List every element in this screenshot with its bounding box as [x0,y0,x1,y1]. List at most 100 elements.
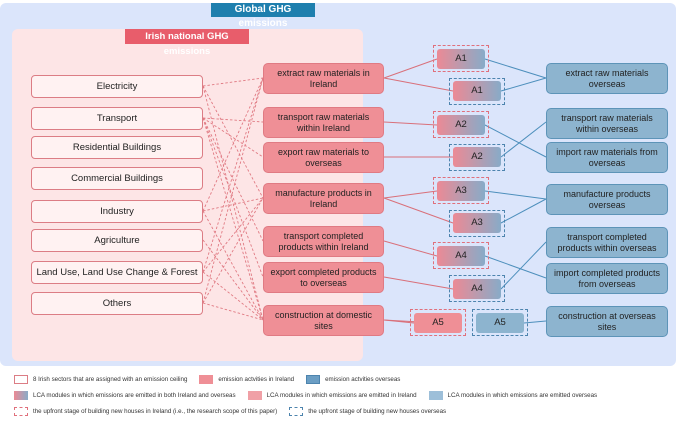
module-overseas-link [500,121,547,158]
module-a5-ireland: A5 [414,313,462,333]
scope-ireland-a2 [433,111,489,138]
legend-swatch-scope-ireland [14,407,28,416]
scope-ireland-a3 [433,177,489,204]
activity-extract-overseas: extract raw materials overseas [546,63,668,94]
activity-module-link [383,276,454,290]
sector-activity-link [202,77,264,304]
legend-swatch-activity-overseas [306,375,321,384]
sector-activity-link [202,197,264,273]
scope-ireland-a5 [410,309,466,336]
legend-item-mod-ie: LCA modules in which emissions are emitt… [247,391,417,400]
legend-item-act-ie: emission actvities in Ireland [199,375,294,384]
sector-activity-link [202,77,264,87]
sector-others: Others [31,292,203,315]
legend-item-scope-ie: the upfront stage of building new houses… [14,407,277,416]
sector-activity-link [202,271,264,321]
legend-swatch-module-overseas [428,391,443,400]
legend-label: 8 Irish sectors that are assigned with a… [33,376,188,383]
activity-construction-domestic: construction at domestic sites [263,305,384,336]
activity-construction-overseas: construction at overseas sites [546,306,668,337]
module-a1-ireland: A1 [437,49,485,69]
legend-item-scope-os: the upfront stage of building new houses… [289,407,446,416]
module-a1-overseas: A1 [453,81,501,101]
legend-label: LCA modules in which emissions are emitt… [33,392,236,399]
sector-electricity: Electricity [31,75,203,98]
legend-swatch-module-both [14,391,28,400]
sector-activity-link [202,85,264,199]
legend: 8 Irish sectors that are assigned with a… [14,372,674,427]
legend-swatch-sector [14,375,28,384]
module-a2-overseas: A2 [453,147,501,167]
module-overseas-link [500,77,547,92]
legend-label: the upfront stage of building new houses… [33,408,278,415]
sector-activity-link [202,117,264,158]
activity-transport-raw-ireland: transport raw materials within Ireland [263,107,384,138]
activity-import-raw: import raw materials from overseas [546,142,668,173]
module-a4-overseas: A4 [453,279,501,299]
module-overseas-link [484,124,547,158]
activity-module-link [383,197,454,224]
sector-transport: Transport [31,107,203,130]
legend-label: emission actvities in Ireland [218,376,295,383]
legend-label: LCA modules in which emissions are emitt… [266,392,417,399]
activity-extract-ireland: extract raw materials in Ireland [263,63,384,94]
global-emissions-title: Global GHG emissions [211,3,315,29]
activity-import-completed: import completed products from overseas [546,263,668,294]
activity-transport-completed-ireland: transport completed products within Irel… [263,226,384,257]
sector-activity-link [202,117,264,242]
activity-module-link [383,58,438,79]
sector-activity-link [202,117,264,321]
irish-emissions-title: Irish national GHG emissions [125,29,249,57]
sector-industry: Industry [31,200,203,223]
activity-transport-completed-overseas: transport completed products within over… [546,227,668,258]
activity-manufacture-overseas: manufacture products overseas [546,184,668,215]
scope-overseas-a4 [449,275,505,302]
legend-swatch-module-ireland [247,391,262,400]
activity-module-link [383,190,438,199]
sector-activity-link [202,117,264,278]
legend-label: LCA modules in which emissions are emitt… [447,392,598,399]
scope-ireland-a1 [433,45,489,72]
legend-label: emission actvities overseas [325,376,401,383]
activity-module-link [383,77,454,92]
sector-activity-link [202,210,264,321]
legend-swatch-activity-ireland [199,375,214,384]
module-overseas-link [500,241,547,290]
activity-export-completed: export completed products to overseas [263,262,384,293]
module-a3-ireland: A3 [437,181,485,201]
module-a2-ireland: A2 [437,115,485,135]
activity-manufacture-ireland: manufacture products in Ireland [263,183,384,214]
sector-activity-link [202,302,264,321]
legend-item-mod-os: LCA modules in which emissions are emitt… [428,391,598,400]
legend-item-mod-both: LCA modules in which emissions are emitt… [14,391,236,400]
legend-item-act-os: emission actvities overseas [306,375,400,384]
activity-module-link [383,319,415,324]
sector-activity-link [202,77,264,273]
legend-item-sectors: 8 Irish sectors that are assigned with a… [14,375,187,384]
activity-module-link [383,121,438,126]
legend-label: the upfront stage of building new houses… [308,408,447,415]
module-overseas-link [484,255,547,279]
activity-module-link [383,240,438,257]
sector-activity-link [202,197,264,304]
module-a3-overseas: A3 [453,213,501,233]
scope-overseas-a1 [449,78,505,105]
sector-agriculture: Agriculture [31,229,203,252]
scope-overseas-a2 [449,144,505,171]
legend-swatch-scope-overseas [289,407,304,416]
sector-activity-link [202,197,264,212]
sector-activity-link [202,117,264,123]
module-a5-overseas: A5 [476,313,524,333]
module-overseas-link [484,58,547,79]
sector-activity-link [202,77,264,212]
sector-activity-link [202,239,264,321]
module-overseas-link [484,190,547,200]
sector-land-use: Land Use, Land Use Change & Forest [31,261,203,284]
scope-ireland-a4 [433,242,489,269]
scope-overseas-a5 [472,309,528,336]
module-overseas-link [500,198,547,224]
scope-overseas-a3 [449,210,505,237]
activity-transport-raw-overseas: transport raw materials within overseas [546,108,668,139]
sector-commercial-buildings: Commercial Buildings [31,167,203,190]
